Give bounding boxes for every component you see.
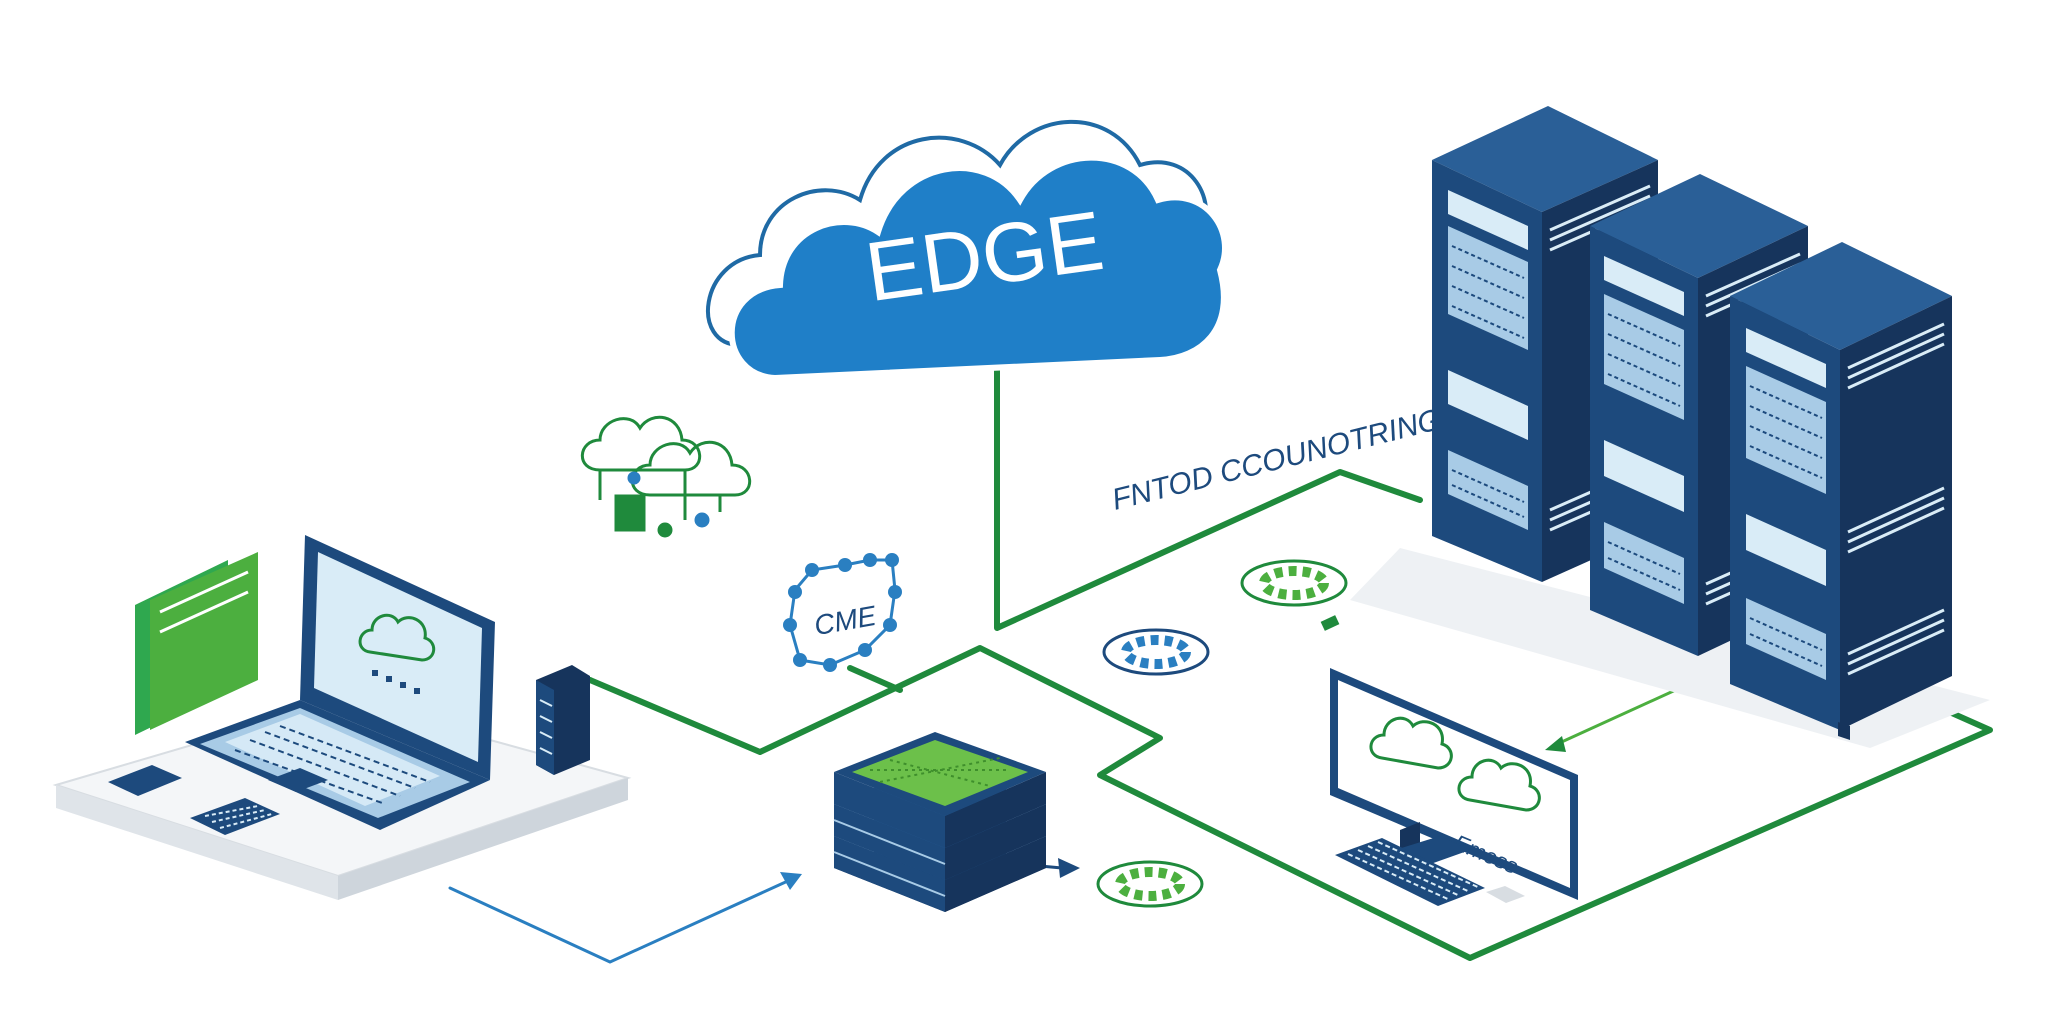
green-marker: [1320, 615, 1340, 631]
desktop-monitor: Emoss: [1330, 668, 1578, 906]
cloud-body: [728, 154, 1228, 382]
cloud-icon: [1369, 716, 1453, 770]
folder-icon: [135, 552, 258, 735]
chip-label: CME: [812, 600, 879, 641]
monitor-icon: Emoss: [1330, 668, 1578, 900]
cloud-network-icon: [580, 415, 752, 538]
blue-arrow-head: [780, 872, 802, 890]
chip-link-line: [847, 665, 903, 693]
laptop-icon: [185, 535, 495, 830]
edge-cloud: EDGE: [705, 119, 1228, 382]
keyboard-icon: [1335, 838, 1485, 906]
radial-gauge-icon: [1102, 628, 1210, 676]
radial-gauge-icon: [1240, 559, 1348, 607]
cloud-drop-line: [994, 317, 1423, 631]
storage-arrow-head: [1058, 858, 1080, 878]
cloud-icon: [1457, 758, 1541, 812]
radial-gauge-icon: [1096, 860, 1204, 908]
blue-flow-line: [448, 878, 792, 964]
laptop-workstation: [52, 535, 632, 900]
trackpad-icon: [108, 765, 182, 796]
storage-stack-icon: [833, 732, 1046, 912]
cloud-icon: [358, 613, 436, 662]
laptop-link-line: [587, 645, 1993, 961]
network-nodes-icon: CME: [783, 553, 902, 672]
server-rack-icon: [1730, 242, 1952, 740]
keyboard-icon: [190, 798, 280, 835]
server-rack-icon: [536, 665, 590, 775]
green-arrow-head: [1545, 736, 1566, 752]
rack-to-monitor-line: [1553, 686, 1682, 747]
